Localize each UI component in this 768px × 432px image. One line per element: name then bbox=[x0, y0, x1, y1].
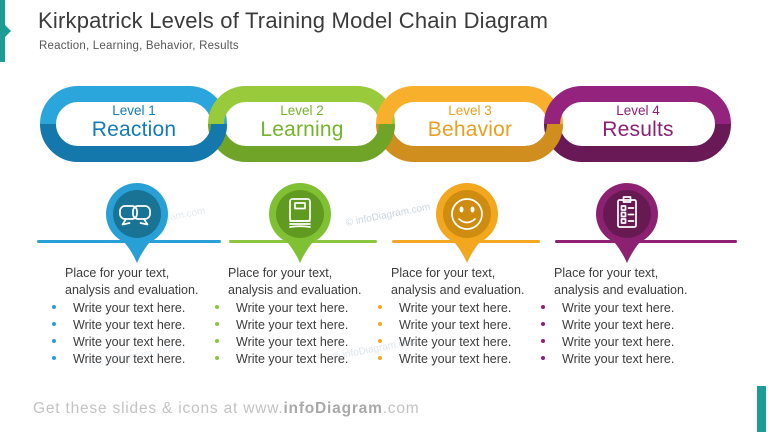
list-item: Write your text here. bbox=[371, 351, 541, 368]
bullet-icon bbox=[215, 305, 219, 309]
footer-suffix: .com bbox=[382, 400, 420, 417]
level-number: Level 2 bbox=[280, 102, 324, 118]
bullet-icon bbox=[52, 356, 56, 360]
bullet-text: Write your text here. bbox=[236, 318, 349, 332]
list-item: Write your text here. bbox=[371, 334, 541, 351]
list-item: Write your text here. bbox=[534, 300, 704, 317]
placeholder-paragraph: Place for your text, analysis and evalua… bbox=[391, 266, 525, 297]
list-item: Write your text here. bbox=[208, 300, 378, 317]
bullet-icon bbox=[378, 305, 382, 309]
bullet-text: Write your text here. bbox=[562, 335, 675, 349]
list-item: Write your text here. bbox=[45, 300, 215, 317]
list-item: Write your text here. bbox=[208, 351, 378, 368]
list-item: Write your text here. bbox=[371, 300, 541, 317]
text-block-level-2: Place for your text, analysis and evalua… bbox=[208, 265, 378, 368]
placeholder-paragraph: Place for your text, analysis and evalua… bbox=[554, 266, 688, 297]
level-name: Behavior bbox=[427, 117, 513, 141]
pin-marker-level-1 bbox=[101, 183, 173, 275]
bullet-icon bbox=[215, 339, 219, 343]
list-item: Write your text here. bbox=[208, 317, 378, 334]
page-title: Kirkpatrick Levels of Training Model Cha… bbox=[38, 8, 549, 33]
list-item: Write your text here. bbox=[371, 317, 541, 334]
placeholder-paragraph: Place for your text, analysis and evalua… bbox=[65, 266, 199, 297]
footer-prefix: Get these slides & icons at www. bbox=[33, 400, 284, 417]
bullet-icon bbox=[541, 356, 545, 360]
list-item: Write your text here. bbox=[45, 351, 215, 368]
bullet-text: Write your text here. bbox=[236, 335, 349, 349]
bullet-icon bbox=[541, 322, 545, 326]
chain-diagram bbox=[40, 86, 731, 162]
list-item: Write your text here. bbox=[534, 317, 704, 334]
bullet-text: Write your text here. bbox=[73, 318, 186, 332]
bullet-icon bbox=[215, 322, 219, 326]
bullet-text: Write your text here. bbox=[73, 335, 186, 349]
bullet-text: Write your text here. bbox=[399, 318, 512, 332]
bullet-icon bbox=[378, 322, 382, 326]
text-block-level-3: Place for your text, analysis and evalua… bbox=[371, 265, 541, 368]
pin-marker-level-2 bbox=[264, 183, 336, 275]
book-icon bbox=[289, 198, 311, 228]
bullet-icon bbox=[378, 356, 382, 360]
text-block-level-4: Place for your text, analysis and evalua… bbox=[534, 265, 704, 368]
chat-bubbles-icon bbox=[119, 205, 151, 226]
bullet-text: Write your text here. bbox=[562, 352, 675, 366]
bullet-text: Write your text here. bbox=[73, 352, 186, 366]
list-item: Write your text here. bbox=[45, 317, 215, 334]
bullet-icon bbox=[52, 322, 56, 326]
footer-promo-link[interactable]: Get these slides & icons at www.infoDiag… bbox=[33, 400, 419, 418]
bullet-icon bbox=[541, 305, 545, 309]
link-label-level-3: Level 3 Behavior bbox=[390, 92, 550, 152]
clipboard-checklist-icon bbox=[617, 196, 637, 228]
bullet-text: Write your text here. bbox=[399, 335, 512, 349]
bullet-text: Write your text here. bbox=[73, 301, 186, 315]
bullet-icon bbox=[52, 339, 56, 343]
bullet-text: Write your text here. bbox=[562, 301, 675, 315]
level-number: Level 1 bbox=[112, 102, 156, 118]
level-name: Learning bbox=[260, 117, 344, 141]
bullet-text: Write your text here. bbox=[236, 301, 349, 315]
bullet-text: Write your text here. bbox=[562, 318, 675, 332]
list-item: Write your text here. bbox=[534, 351, 704, 368]
arrow-right-icon bbox=[5, 25, 11, 37]
link-label-level-1: Level 1 Reaction bbox=[54, 92, 214, 152]
bullet-icon bbox=[52, 305, 56, 309]
bullet-text: Write your text here. bbox=[399, 352, 512, 366]
pin-marker-level-3 bbox=[431, 183, 503, 275]
placeholder-paragraph: Place for your text, analysis and evalua… bbox=[228, 266, 362, 297]
teal-accent-left bbox=[0, 0, 11, 62]
smiley-face-icon bbox=[451, 198, 483, 230]
bullet-text: Write your text here. bbox=[399, 301, 512, 315]
page-subtitle: Reaction, Learning, Behavior, Results bbox=[39, 40, 239, 52]
list-item: Write your text here. bbox=[45, 334, 215, 351]
link-label-level-2: Level 2 Learning bbox=[222, 92, 382, 152]
bullet-icon bbox=[215, 356, 219, 360]
bullet-icon bbox=[378, 339, 382, 343]
divider-line-level-4 bbox=[555, 240, 737, 243]
teal-accent-bottom-right bbox=[757, 386, 766, 432]
watermark: © infoDiagram.com bbox=[345, 201, 432, 229]
level-number: Level 3 bbox=[448, 102, 492, 118]
bullet-text: Write your text here. bbox=[236, 352, 349, 366]
footer-brand: infoDiagram bbox=[283, 400, 383, 417]
level-name: Results bbox=[602, 117, 674, 141]
level-number: Level 4 bbox=[616, 102, 660, 118]
teal-bar bbox=[0, 0, 5, 62]
list-item: Write your text here. bbox=[534, 334, 704, 351]
bullet-icon bbox=[541, 339, 545, 343]
link-label-level-4: Level 4 Results bbox=[558, 92, 718, 152]
list-item: Write your text here. bbox=[208, 334, 378, 351]
pin-marker-level-4 bbox=[591, 183, 663, 275]
text-block-level-1: Place for your text, analysis and evalua… bbox=[45, 265, 215, 368]
level-name: Reaction bbox=[91, 117, 177, 141]
